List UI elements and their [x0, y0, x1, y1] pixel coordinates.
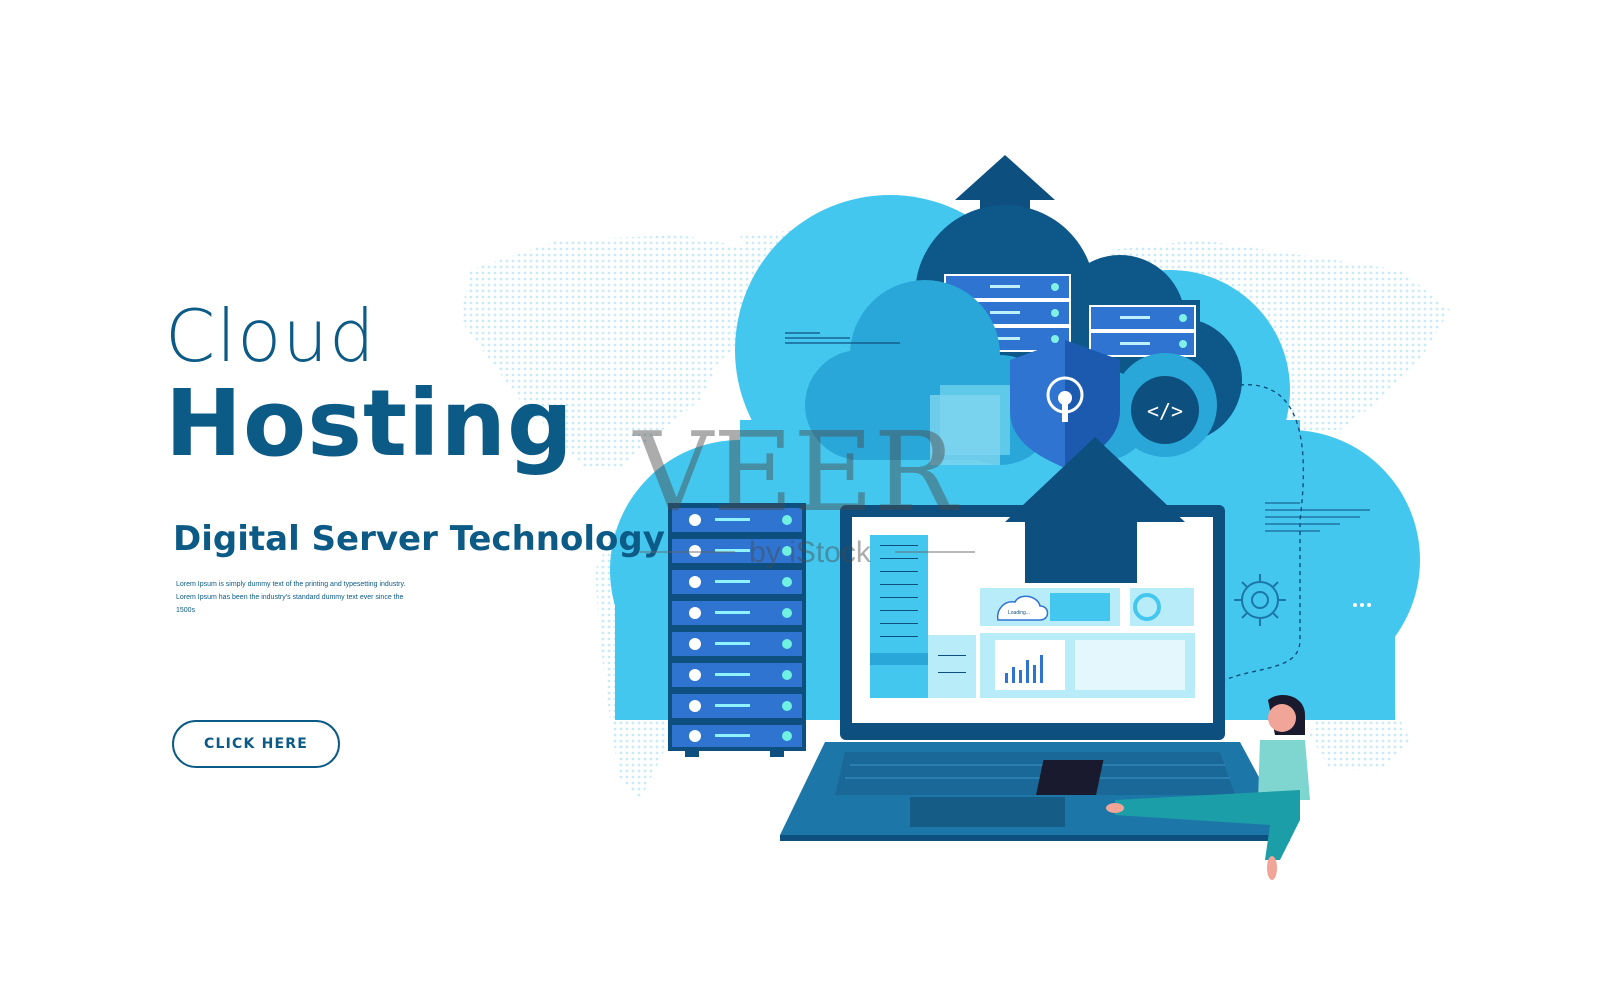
server-rack-icon	[668, 503, 806, 757]
click-here-button[interactable]: CLICK HERE	[172, 720, 340, 768]
cloud-icon	[996, 595, 1049, 621]
upload-arrow-icon	[1005, 437, 1185, 583]
connection-dash	[1194, 384, 1305, 701]
mid-cloud	[805, 280, 1055, 465]
decorative-lines-left	[785, 332, 900, 344]
hero-subtitle: Digital Server Technology	[173, 519, 665, 559]
gear-icon	[1234, 574, 1286, 626]
code-icon: </>	[1147, 399, 1183, 423]
loading-text: Loading...	[1008, 610, 1030, 616]
laptop-keyboard	[845, 764, 1230, 779]
hero-description: Lorem Ipsum is simply dummy text of the …	[176, 581, 406, 614]
more-dots-icon	[1353, 603, 1371, 607]
hero-title-line1: Cloud	[165, 294, 376, 378]
decorative-lines-right	[1265, 502, 1370, 532]
person-illustration	[1036, 695, 1310, 880]
hero-title-line2: Hosting	[165, 370, 574, 477]
shield-lock-icon	[1010, 340, 1120, 468]
